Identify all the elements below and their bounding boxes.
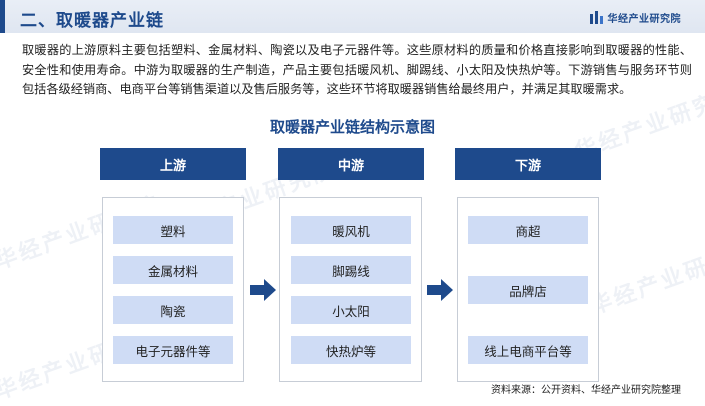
midstream-item: 脚踢线 (291, 256, 411, 284)
midstream-item: 小太阳 (291, 296, 411, 324)
downstream-item: 商超 (468, 216, 588, 244)
flow-arrow-icon (427, 279, 453, 301)
watermark: 华经产业研究院 (586, 236, 705, 321)
upstream-item: 陶瓷 (113, 296, 233, 324)
logo-icon (589, 11, 603, 24)
stage-header-midstream: 中游 (278, 148, 424, 180)
stage-header-upstream: 上游 (100, 148, 246, 180)
section-header: 二、取暖器产业链 华经产业研究院 (0, 0, 705, 33)
intro-paragraph: 取暖器的上游原料主要包括塑料、金属材料、陶瓷以及电子元器件等。这些原材料的质量和… (22, 43, 692, 96)
flow-arrow-icon (250, 279, 276, 301)
source-note: 资料来源：公开资料、华经产业研究院整理 (491, 385, 681, 396)
upstream-item: 电子元器件等 (113, 336, 233, 364)
header-accent-bar (0, 0, 5, 33)
upstream-item: 塑料 (113, 216, 233, 244)
downstream-item: 线上电商平台等 (468, 336, 588, 364)
midstream-item: 快热炉等 (291, 336, 411, 364)
diagram-title: 取暖器产业链结构示意图 (269, 118, 435, 136)
logo-text: 华经产业研究院 (607, 14, 681, 25)
upstream-item: 金属材料 (113, 256, 233, 284)
downstream-item: 品牌店 (468, 276, 588, 304)
brand-logo: 华经产业研究院 (589, 10, 682, 25)
stage-header-downstream: 下游 (455, 148, 601, 180)
page-title: 二、取暖器产业链 (20, 11, 164, 31)
midstream-item: 暖风机 (291, 216, 411, 244)
